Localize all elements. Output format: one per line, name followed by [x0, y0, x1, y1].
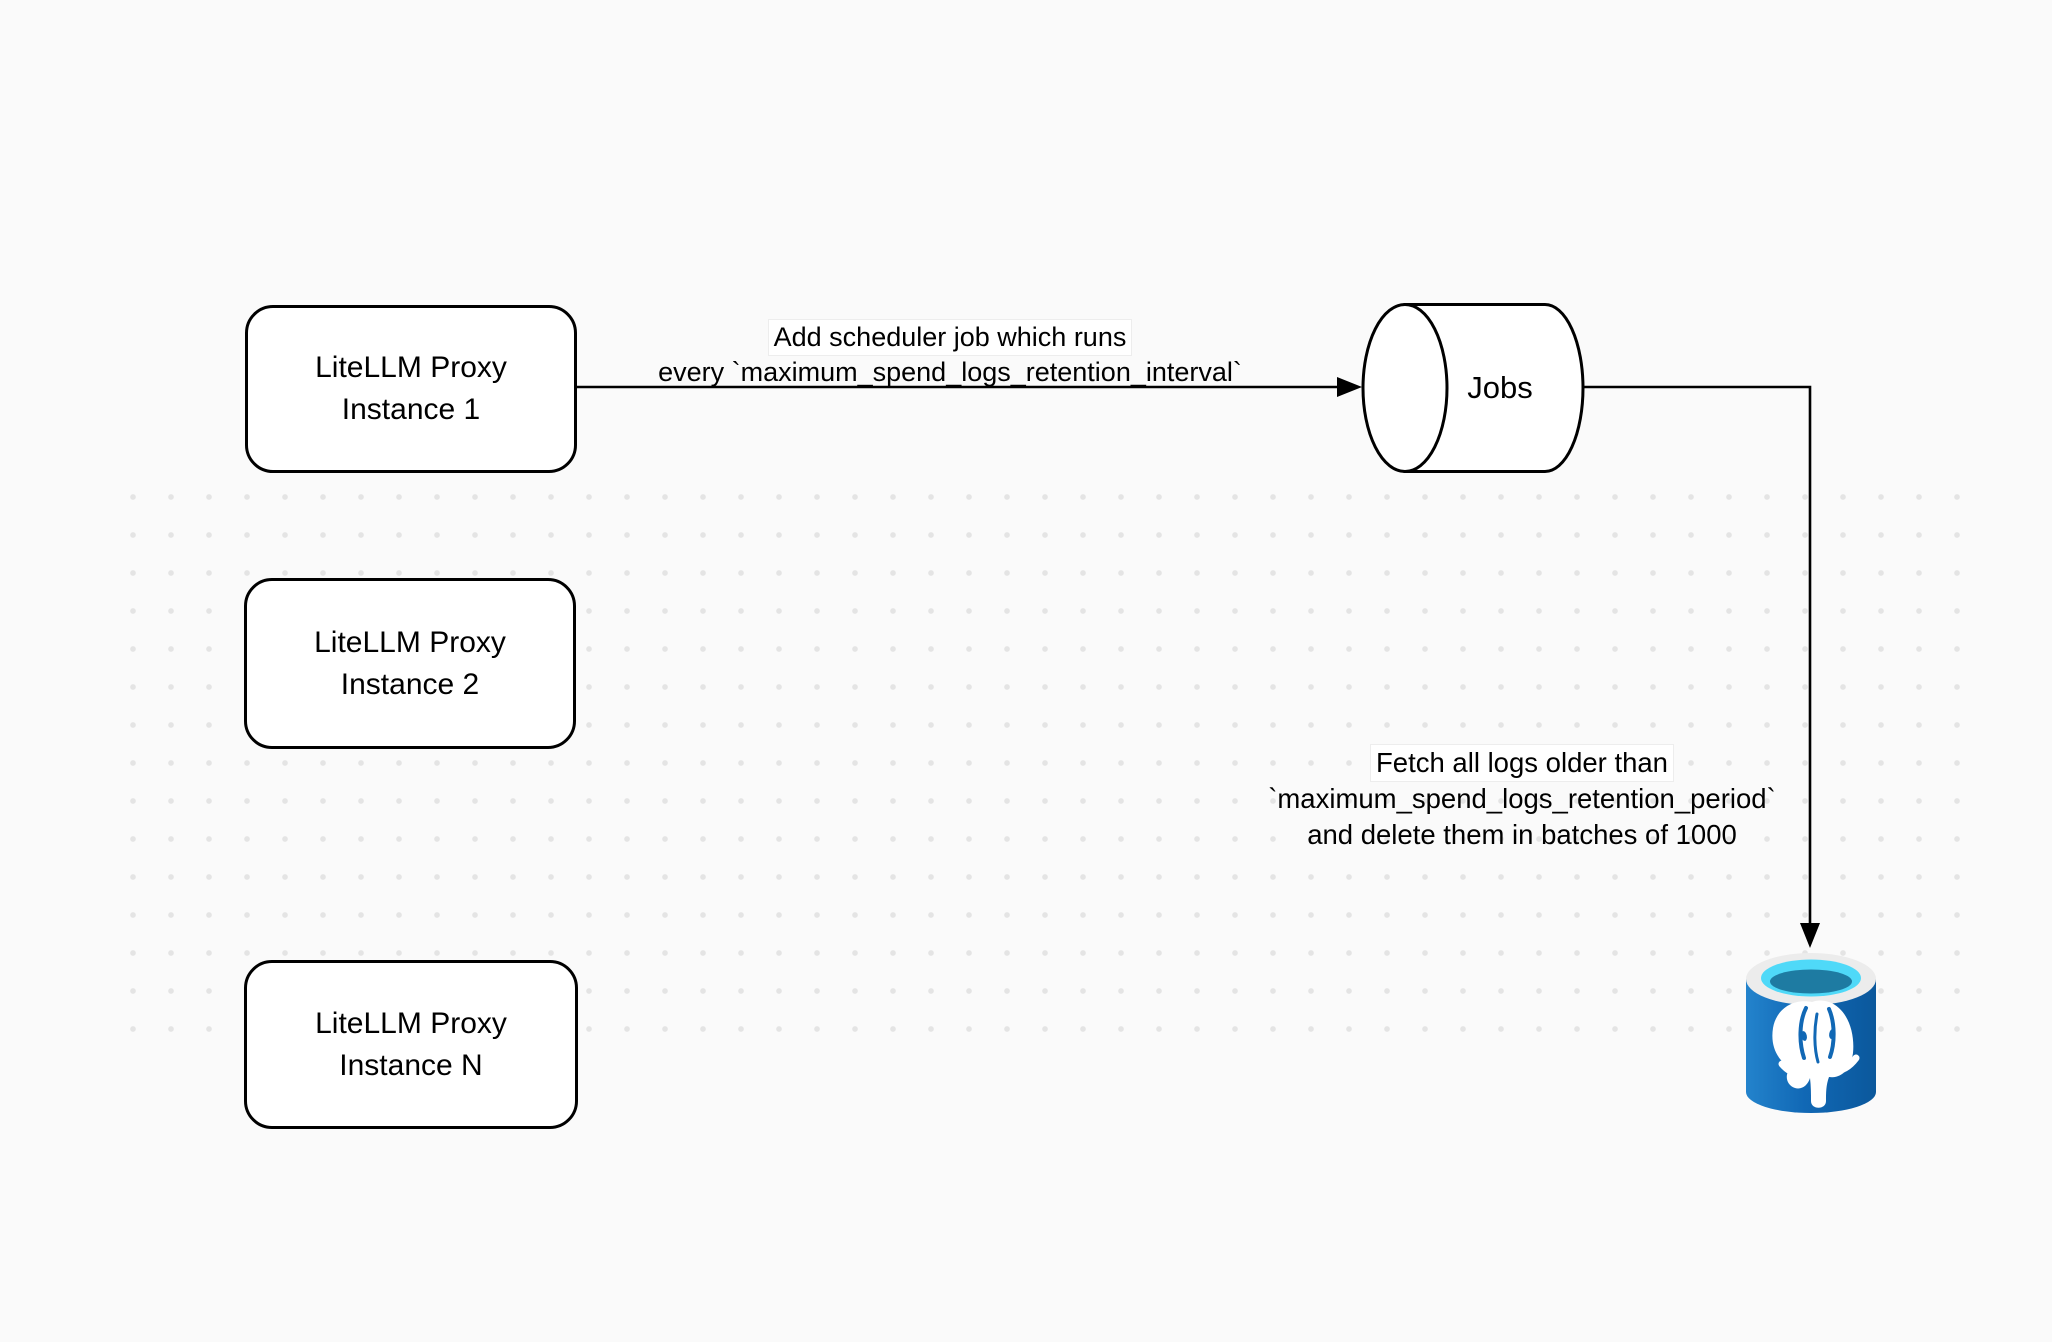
postgresql-database-icon	[1746, 953, 1876, 1113]
scheduler-edge-label: Add scheduler job which runs every `maxi…	[590, 320, 1310, 390]
node-label-line1: LiteLLM Proxy	[315, 351, 507, 384]
node-label-line2: Instance 1	[341, 393, 481, 426]
node-label-line1: LiteLLM Proxy	[314, 625, 506, 659]
fetch-edge-label: Fetch all logs older than `maximum_spend…	[1192, 745, 1852, 853]
pg-elephant-left-eye	[1801, 1031, 1807, 1041]
pg-elephant-face-line	[1813, 1012, 1820, 1064]
pg-elephant-left-tusk	[1778, 1060, 1813, 1077]
pg-elephant-left-ear-line	[1798, 1006, 1808, 1060]
fetch-arrow-line	[1583, 385, 1812, 925]
scheduler-edge-label-line2: every `maximum_spend_logs_retention_inte…	[658, 357, 1242, 387]
pg-pool	[1770, 969, 1852, 994]
node-litellm-proxy-instance-2: LiteLLM Proxy Instance 2	[244, 578, 576, 749]
fetch-edge-label-line3: and delete them in batches of 1000	[1307, 819, 1737, 850]
pg-elephant-icon	[1772, 1000, 1860, 1108]
node-litellm-proxy-instance-n: LiteLLM Proxy Instance N	[244, 960, 578, 1129]
fetch-edge-label-line1: Fetch all logs older than	[1371, 745, 1673, 781]
node-label-line1: LiteLLM Proxy	[315, 1006, 507, 1040]
scheduler-arrowhead-icon	[1337, 377, 1362, 397]
jobs-queue-cylinder	[1361, 303, 1585, 473]
node-litellm-proxy-instance-1: LiteLLM Proxy Instance 1	[245, 305, 577, 473]
fetch-edge-label-line2: `maximum_spend_logs_retention_period`	[1268, 783, 1776, 814]
scheduler-edge-label-line1: Add scheduler job which runs	[768, 320, 1132, 355]
jobs-queue-label: Jobs	[1467, 370, 1533, 405]
jobs-cylinder-body	[1403, 303, 1585, 473]
node-label-line2: Instance N	[339, 1048, 483, 1082]
node-label-line2: Instance 2	[340, 667, 480, 701]
pg-elephant-right-eye	[1829, 1029, 1835, 1039]
fetch-arrowhead-icon	[1800, 923, 1820, 948]
pg-elephant-right-tusk	[1824, 1054, 1860, 1075]
jobs-cylinder-cap	[1361, 303, 1449, 473]
